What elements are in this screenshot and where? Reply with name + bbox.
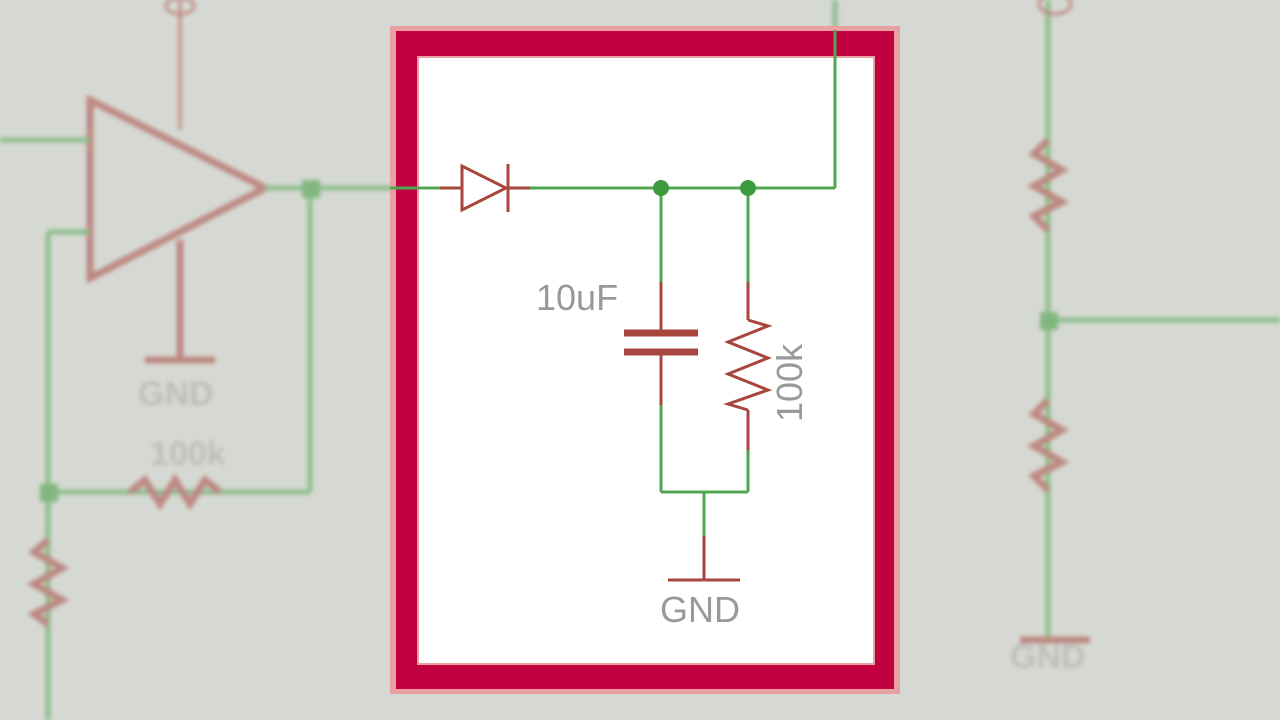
resistor-value-label: 100k	[769, 343, 810, 422]
schematic-panel	[417, 56, 875, 665]
diode-icon[interactable]	[440, 163, 530, 213]
resistor-icon[interactable]	[723, 282, 773, 450]
circuit-wires	[390, 30, 837, 536]
capacitor-value-label: 10uF	[536, 277, 618, 318]
ground-icon[interactable]	[668, 536, 740, 582]
op-amp-icon	[86, 94, 273, 284]
junction-dot	[740, 180, 756, 196]
junction-dot	[653, 180, 669, 196]
capacitor-icon[interactable]	[624, 282, 698, 405]
gnd-label-left: GND	[138, 375, 214, 413]
gnd-label-right: GND	[1010, 638, 1086, 676]
ground-label: GND	[660, 589, 740, 630]
resistor-label-left: 100k	[150, 435, 226, 473]
